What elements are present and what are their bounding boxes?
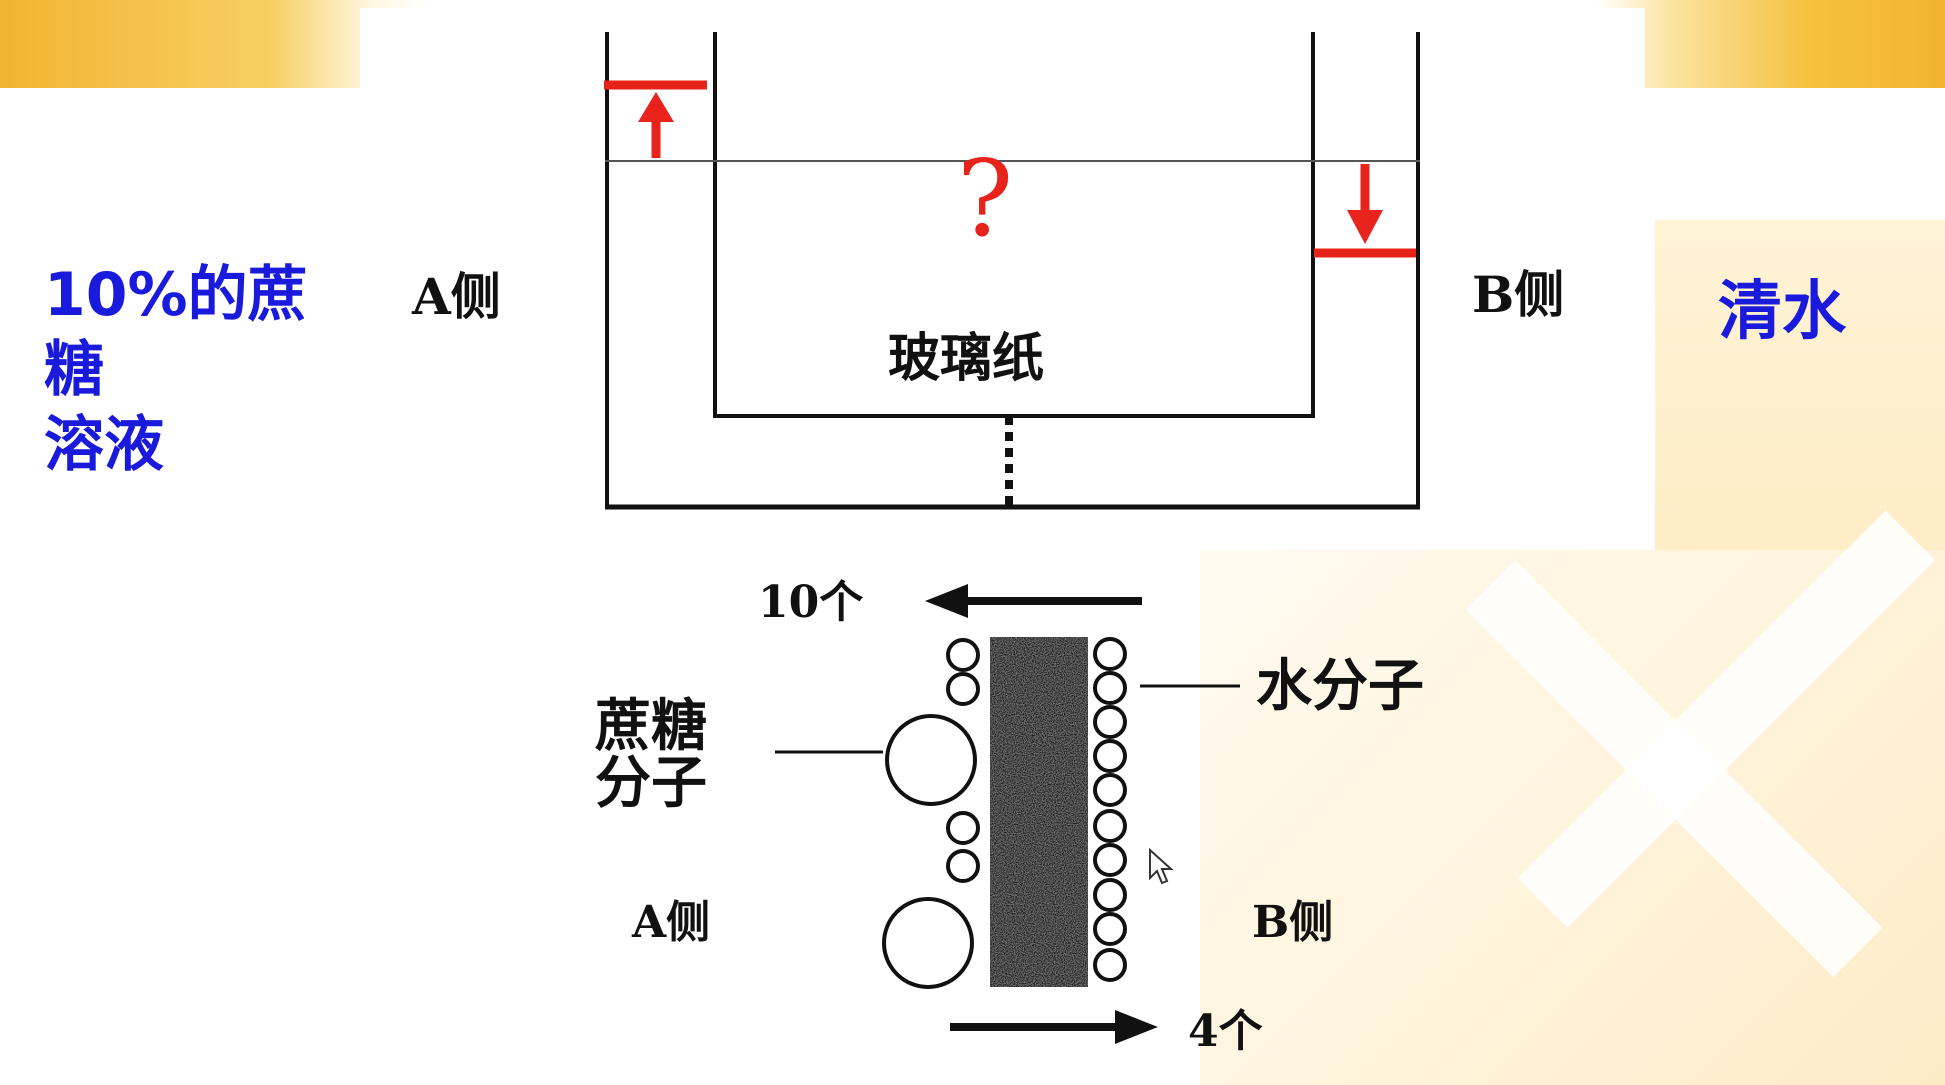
membrane-texture (990, 637, 1088, 987)
sucrose-label-line1: 蔗糖 (595, 693, 707, 759)
clear-water-text: 清水 (1718, 275, 1846, 349)
sucrose-solution-text: 10%的蔗糖溶液 (44, 260, 308, 480)
molecule-side-b-label: B侧 (1252, 897, 1333, 948)
molecule-side-a-label: A侧 (631, 897, 710, 948)
sucrose-solution-label: 10%的蔗糖溶液 (44, 258, 344, 483)
mouse-pointer-icon (1149, 848, 1174, 885)
question-mark: ? (957, 138, 1013, 260)
sucrose-molecules (882, 714, 977, 989)
count-right-label: 4个 (1188, 1006, 1263, 1057)
water-molecules-right (1093, 637, 1127, 982)
u-tube-apparatus (605, 32, 1420, 510)
diagram-card (360, 8, 1645, 548)
arrow-right-head (1115, 1010, 1158, 1044)
beaker-side-b-label: B侧 (1472, 265, 1564, 324)
clear-water-label: 清水 (1718, 272, 1846, 352)
membrane-label: 玻璃纸 (888, 328, 1044, 389)
count-left-label: 10个 (758, 577, 863, 628)
water-molecule-label: 水分子 (1256, 653, 1424, 719)
molecule-diagram: 10个 水分子 蔗糖 分 (595, 577, 1424, 1057)
right-fall-indicator (1314, 164, 1416, 258)
sucrose-label-line2: 分子 (595, 750, 707, 816)
left-rise-indicator (604, 80, 707, 158)
beaker-side-a-label: A侧 (411, 267, 501, 326)
diagram-card-lower (560, 548, 1200, 1085)
arrow-left-head (925, 584, 968, 618)
water-molecules-left (946, 638, 980, 883)
